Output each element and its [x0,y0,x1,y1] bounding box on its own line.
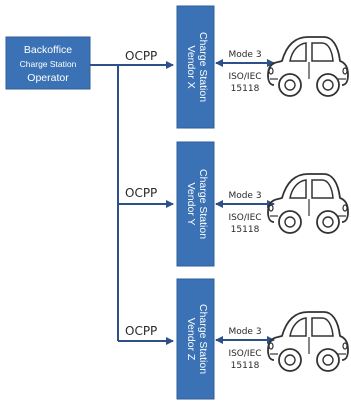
ocpp-label-z: OCPP [125,324,157,338]
ocpp-connectors [90,61,174,345]
backoffice-subtitle: Charge Station [20,59,77,69]
station-x-vendor: Vendor X [185,45,197,88]
station-z-vendor: Vendor Z [185,318,197,361]
station-y-vendor: Vendor Y [185,182,197,225]
station-z-title: Charge Station [197,304,209,374]
station-x-title: Charge Station [197,32,209,102]
mode-label-y: Mode 3 [228,191,261,201]
standard-number-z: 15118 [231,361,260,371]
station-box-vendor-z: Charge Station Vendor Z [176,278,215,400]
station-box-vendor-x: Charge Station Vendor X [176,5,215,129]
backoffice-title: Backoffice [24,44,72,56]
car-icon-x [267,36,349,97]
mode-label-z: Mode 3 [228,327,261,337]
ocpp-label-x: OCPP [125,49,157,63]
car-icon-y [267,173,349,234]
standard-number-x: 15118 [231,84,260,94]
car-icon-z [267,311,349,372]
ocpp-label-y: OCPP [125,186,157,200]
standard-label-x: ISO/IEC [228,72,261,82]
station-y-title: Charge Station [197,169,209,239]
standard-label-y: ISO/IEC [228,213,261,223]
mode3-connectors [215,59,275,344]
backoffice-box: Backoffice Charge Station Operator [5,36,91,90]
backoffice-role: Operator [27,72,69,84]
standard-label-z: ISO/IEC [228,349,261,359]
mode-label-x: Mode 3 [228,50,261,60]
station-box-vendor-y: Charge Station Vendor Y [176,141,215,267]
standard-number-y: 15118 [231,225,260,235]
